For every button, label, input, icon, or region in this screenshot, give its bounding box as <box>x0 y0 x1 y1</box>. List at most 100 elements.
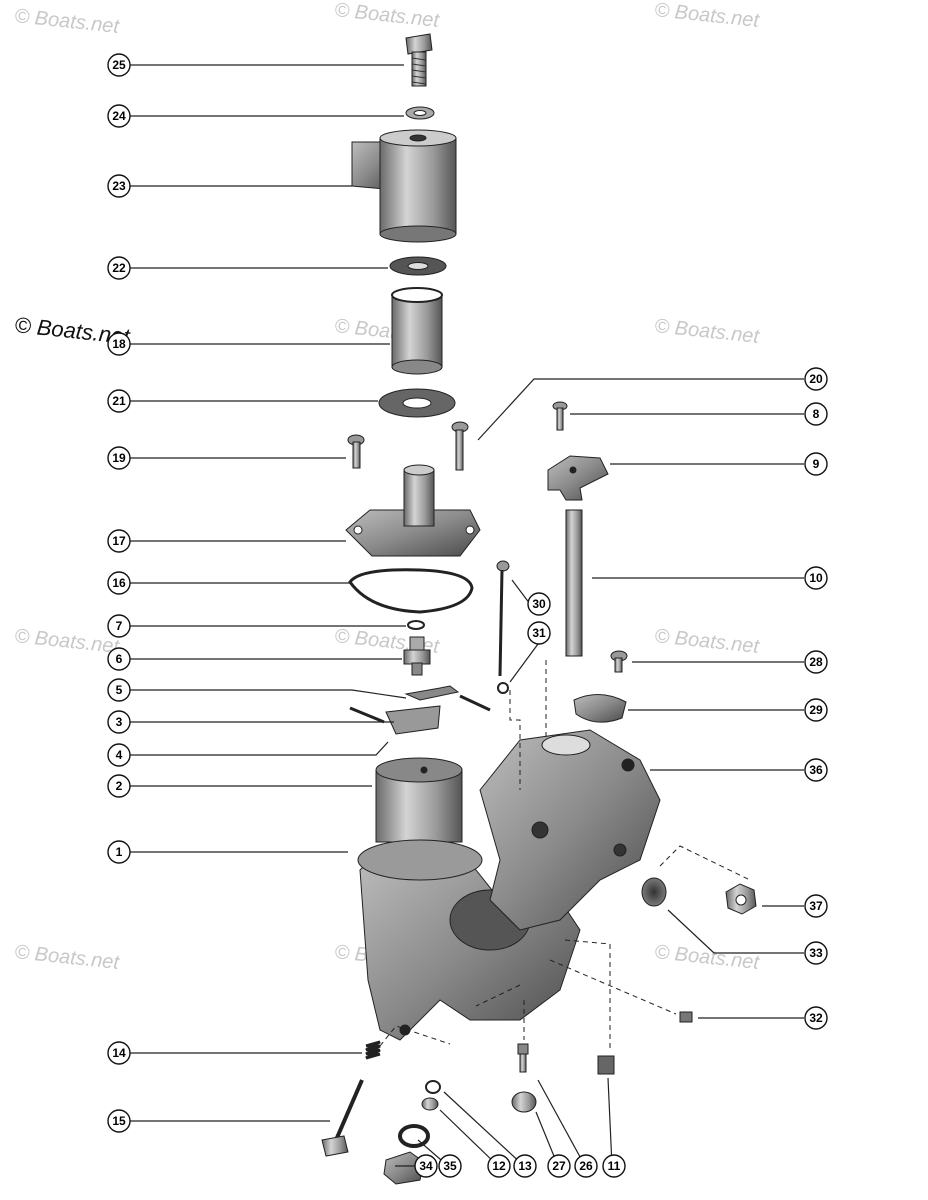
svg-text:20: 20 <box>809 372 823 386</box>
pump-cover-part <box>345 464 481 557</box>
upper-housing-part <box>351 129 457 243</box>
callout-18: 18 <box>107 332 131 356</box>
svg-text:22: 22 <box>112 261 126 275</box>
svg-text:15: 15 <box>112 1114 126 1128</box>
svg-text:12: 12 <box>492 1159 506 1173</box>
bolt-part <box>405 33 433 87</box>
watermark: © Boats.net <box>13 625 121 658</box>
leader-lines <box>130 64 804 1167</box>
svg-text:23: 23 <box>112 179 126 193</box>
svg-text:30: 30 <box>532 597 546 611</box>
callout-11: 11 <box>602 1154 626 1178</box>
svg-text:37: 37 <box>809 899 823 913</box>
svg-text:7: 7 <box>116 619 123 633</box>
watermark: © Boats.net <box>13 5 121 38</box>
svg-text:18: 18 <box>112 337 126 351</box>
parts-illustration <box>321 33 757 1185</box>
callout-37: 37 <box>804 894 828 918</box>
callout-9: 9 <box>804 452 828 476</box>
svg-text:27: 27 <box>552 1159 566 1173</box>
svg-text:19: 19 <box>112 451 126 465</box>
svg-text:21: 21 <box>112 394 126 408</box>
callout-22: 22 <box>107 256 131 280</box>
watermark: © Boats.net <box>13 941 121 974</box>
callout-6: 6 <box>107 647 131 671</box>
callout-15: 15 <box>107 1109 131 1133</box>
spring-part <box>365 1040 381 1060</box>
svg-text:17: 17 <box>112 534 126 548</box>
svg-text:6: 6 <box>116 652 123 666</box>
flange-body-part <box>479 729 661 931</box>
o-ring-part <box>425 1080 441 1094</box>
callout-25: 25 <box>107 53 131 77</box>
callout-4: 4 <box>107 743 131 767</box>
svg-text:11: 11 <box>608 1159 621 1173</box>
callout-5: 5 <box>107 678 131 702</box>
callout-24: 24 <box>107 104 131 128</box>
callout-3: 3 <box>107 710 131 734</box>
svg-text:4: 4 <box>116 748 123 762</box>
callout-8: 8 <box>804 402 828 426</box>
screw-part <box>347 434 365 469</box>
shaft-part <box>565 509 583 657</box>
svg-text:10: 10 <box>809 571 823 585</box>
callout-21: 21 <box>107 389 131 413</box>
callout-20: 20 <box>804 367 828 391</box>
callout-10: 10 <box>804 566 828 590</box>
watermark: © Boats.net <box>653 0 761 32</box>
impeller-cup-part <box>375 757 463 843</box>
disc-part <box>641 877 667 907</box>
ball-part <box>497 682 509 694</box>
plug-part <box>573 694 627 723</box>
svg-text:29: 29 <box>809 703 823 717</box>
cap-part <box>383 1151 425 1185</box>
callout-34: 34 <box>414 1154 438 1178</box>
watermark: © Boats.net <box>653 625 761 658</box>
callout-12: 12 <box>487 1154 511 1178</box>
screw-part <box>552 401 568 431</box>
svg-text:3: 3 <box>116 715 123 729</box>
pump-body-part <box>357 839 581 1041</box>
svg-text:28: 28 <box>809 655 823 669</box>
callout-1: 1 <box>107 840 131 864</box>
ring-part <box>398 1124 430 1148</box>
set-screw-part <box>679 1011 693 1023</box>
callout-35: 35 <box>438 1154 462 1178</box>
svg-text:34: 34 <box>419 1159 433 1173</box>
svg-text:24: 24 <box>112 109 126 123</box>
screw-part <box>610 650 628 673</box>
callout-28: 28 <box>804 650 828 674</box>
svg-text:5: 5 <box>116 683 123 697</box>
callout-17: 17 <box>107 529 131 553</box>
bracket-part <box>404 685 460 701</box>
callout-19: 19 <box>107 446 131 470</box>
screw-part <box>451 421 469 471</box>
callout-32: 32 <box>804 1006 828 1030</box>
callout-27: 27 <box>547 1154 571 1178</box>
svg-text:14: 14 <box>112 1046 126 1060</box>
callout-2: 2 <box>107 774 131 798</box>
svg-text:32: 32 <box>809 1011 823 1025</box>
spring-small-part <box>597 1055 615 1075</box>
valve-part <box>511 1091 537 1113</box>
long-screw-part <box>321 1079 364 1157</box>
needle-part <box>496 560 510 677</box>
plug-part <box>421 1097 439 1111</box>
jet-part <box>517 1043 529 1073</box>
callout-14: 14 <box>107 1041 131 1065</box>
callout-33: 33 <box>804 941 828 965</box>
svg-text:1: 1 <box>116 845 123 859</box>
callout-30: 30 <box>527 592 551 616</box>
svg-text:2: 2 <box>116 779 123 793</box>
svg-text:26: 26 <box>579 1159 593 1173</box>
callout-26: 26 <box>574 1154 598 1178</box>
svg-text:16: 16 <box>112 576 126 590</box>
lever-part <box>547 455 609 501</box>
pin-part <box>349 706 385 724</box>
o-ring-part <box>407 620 425 630</box>
clip-part <box>385 705 441 735</box>
sleeve-part <box>391 287 443 375</box>
callout-23: 23 <box>107 174 131 198</box>
svg-text:13: 13 <box>518 1159 532 1173</box>
